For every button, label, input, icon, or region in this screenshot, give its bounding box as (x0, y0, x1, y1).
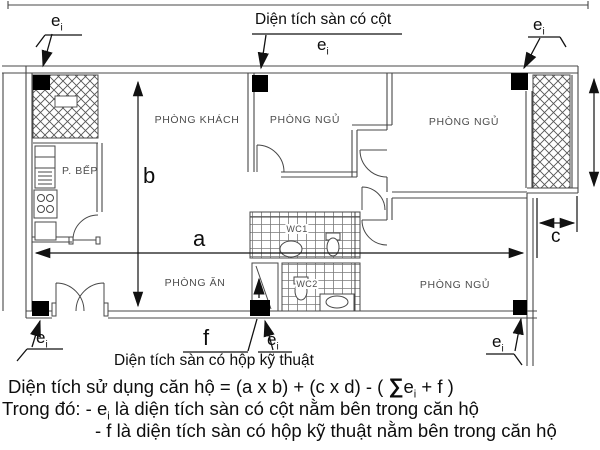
callout-ei-bottom-center: ei (267, 330, 279, 353)
right-outer-wall (571, 66, 579, 193)
leader-ei-bottom-center-arrow (263, 319, 275, 351)
doors (51, 144, 388, 317)
dim-label-f: f (203, 325, 210, 350)
wc1-door (361, 186, 386, 211)
dim-c-extension-lines (536, 196, 578, 258)
floor-plan-drawing (2, 1, 600, 366)
formula-line-1: Diện tích sử dụng căn hộ = (a x b) + (c … (8, 375, 454, 401)
room-label-living: PHÒNG KHÁCH (154, 114, 240, 126)
formula-line-2: Trong đó: - ei là diện tích sàn có cột n… (2, 398, 479, 423)
sigma-symbol: ∑ (388, 375, 404, 398)
kitchen-door (68, 214, 101, 245)
callout-leaders (16, 33, 567, 366)
dim-label-c: c (551, 226, 561, 247)
site-boundary-line (7, 1, 589, 9)
leader-ei-top-right (528, 36, 567, 48)
leader-ei-bottom-right-arrow (512, 317, 524, 352)
formula-line-3: - f là diện tích sàn có hộp kỹ thuật nằm… (95, 420, 557, 441)
callout-ei-top-center: ei (317, 35, 329, 58)
bedroom1-bedroom2-wall (351, 73, 393, 177)
technical-box (250, 300, 270, 316)
hall-wall-stub (386, 198, 393, 220)
hatch-areas (32, 74, 571, 189)
left-wall (25, 66, 33, 318)
kitchen-cabinet-icon (34, 221, 57, 241)
wc2-sink-icon (319, 293, 355, 312)
bedroom2-right-wall (525, 91, 533, 188)
note-floor-area-with-column: Diện tích sàn có cột (255, 11, 392, 28)
column-top-center (252, 75, 268, 92)
room-label-kitchen: P. BẾP (61, 165, 99, 177)
bottom-wall (26, 310, 537, 319)
wc1-room (249, 211, 361, 259)
dim-label-b: b (143, 163, 156, 188)
leader-ei-top-left (35, 34, 82, 48)
bedroom1-door (256, 144, 285, 173)
hatch-shaft-label-box (54, 95, 78, 108)
bedroom3-door (361, 219, 388, 246)
column-top-right (511, 73, 528, 90)
callout-ei-bottom-left: ei (36, 328, 48, 351)
balcony-bottom-wall (527, 187, 578, 194)
leader-f (183, 318, 258, 353)
column-bottom-left (32, 301, 49, 316)
kitchen-fridge-icon (34, 145, 56, 169)
leader-note-top-arrow (257, 34, 269, 70)
leader-ei-bottom-left (16, 348, 63, 362)
room-label-bedroom-right: PHÒNG NGỦ (428, 116, 500, 128)
top-wall (2, 65, 578, 74)
room-label-dining: PHÒNG ĂN (164, 277, 226, 289)
kitchen-stove-icon (33, 189, 58, 219)
leader-ei-top-left-arrow (41, 33, 53, 68)
dimension-lines (34, 77, 600, 308)
column-top-left (33, 75, 50, 90)
room-label-bedroom-top: PHÒNG NGỦ (269, 114, 341, 126)
note-floor-area-with-technical-box: Diện tích sàn có hộp kỹ thuật (114, 352, 314, 369)
leader-ei-top-right-arrow (523, 37, 541, 70)
callout-ei-top-right: ei (533, 15, 545, 38)
bedroom2-bedroom3-wall (386, 177, 527, 199)
callout-ei-top-left: ei (51, 11, 63, 34)
wc1-sink-icon (279, 240, 303, 258)
hatch-strip-right (532, 74, 571, 189)
kitchen-sink-icon (34, 167, 56, 189)
room-label-wc1: WC1 (285, 224, 309, 234)
right-wall (526, 193, 534, 366)
room-label-bedroom-bottom: PHÒNG NGỦ (419, 279, 491, 291)
columns (32, 73, 528, 316)
column-bottom-right (513, 300, 527, 315)
bedroom2-door (359, 149, 388, 178)
dim-label-a: a (193, 226, 206, 251)
leader-ei-bottom-right (486, 353, 523, 366)
room-label-wc2: WC2 (295, 279, 319, 289)
entry-double-door (51, 282, 109, 317)
fixtures (33, 145, 355, 312)
callout-ei-bottom-right: ei (492, 332, 504, 355)
leader-ei-bottom-left-arrow (30, 319, 41, 348)
bedroom1-bottom-wall (281, 171, 357, 178)
